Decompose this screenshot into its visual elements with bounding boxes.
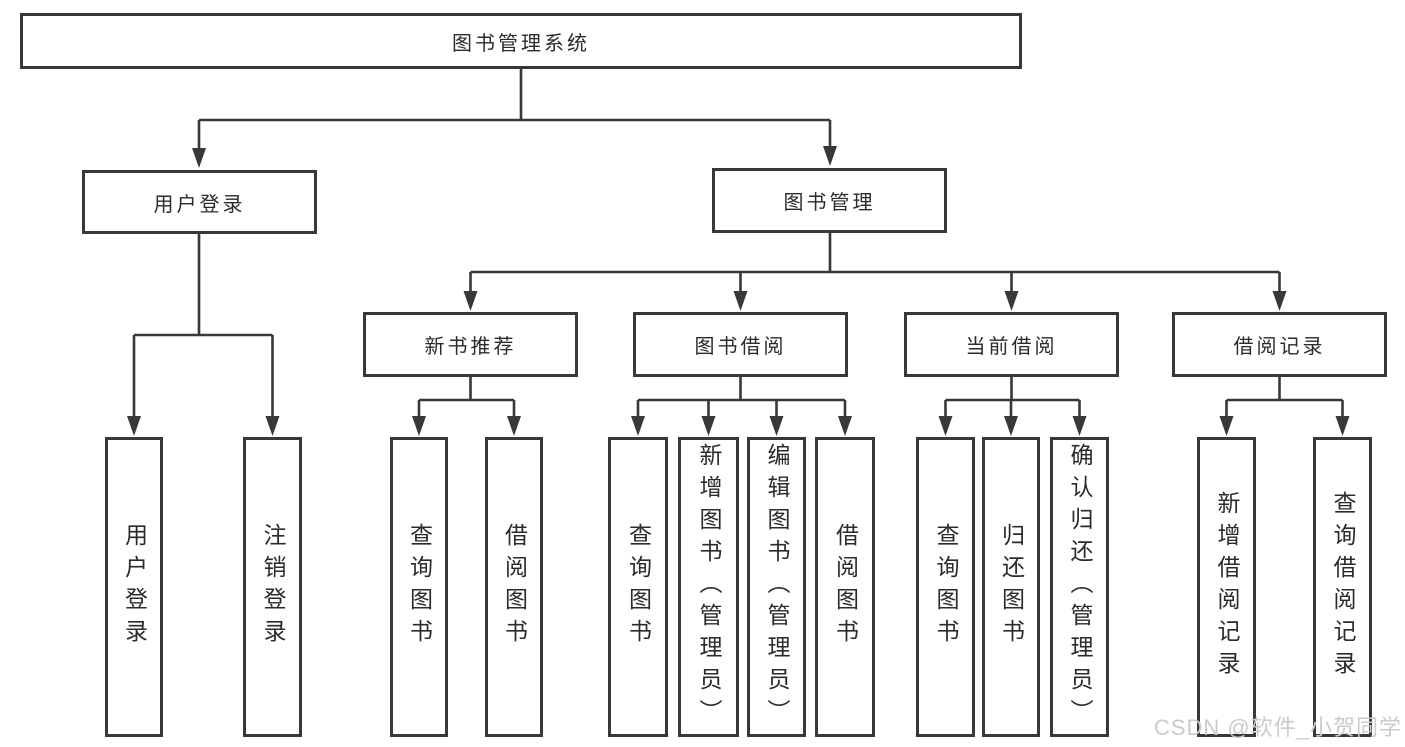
leaf-recommend-query-books: 查询图书 (390, 437, 448, 737)
leaf-current-query-books: 查询图书 (916, 437, 975, 737)
connector-lines (132, 69, 1344, 421)
node-new-book-recommendation: 新书推荐 (363, 312, 578, 377)
leaf-records-query-record: 查询借阅记录 (1313, 437, 1372, 737)
leaf-logout: 注销登录 (243, 437, 302, 737)
node-book-borrowing: 图书借阅 (633, 312, 848, 377)
node-book-management: 图书管理 (712, 168, 947, 233)
leaf-borrow-add-books-admin: 新增图书（管理员） (678, 437, 739, 737)
leaf-records-add-record: 新增借阅记录 (1197, 437, 1256, 737)
node-user-login: 用户登录 (82, 170, 317, 234)
leaf-borrow-edit-books-admin: 编辑图书（管理员） (747, 437, 806, 737)
arrowheads (127, 146, 1350, 436)
node-library-management-system: 图书管理系统 (20, 13, 1022, 69)
leaf-user-login: 用户登录 (105, 437, 163, 737)
leaf-current-confirm-return-admin: 确认归还（管理员） (1050, 437, 1109, 737)
node-current-borrowing: 当前借阅 (904, 312, 1119, 377)
node-borrowing-records: 借阅记录 (1172, 312, 1387, 377)
leaf-current-return-books: 归还图书 (982, 437, 1040, 737)
leaf-borrow-query-books: 查询图书 (608, 437, 668, 737)
csdn-watermark: CSDN @软件_小贺同学 (1153, 715, 1402, 740)
leaf-borrow-borrow-books: 借阅图书 (815, 437, 875, 737)
leaf-recommend-borrow-books: 借阅图书 (485, 437, 543, 737)
